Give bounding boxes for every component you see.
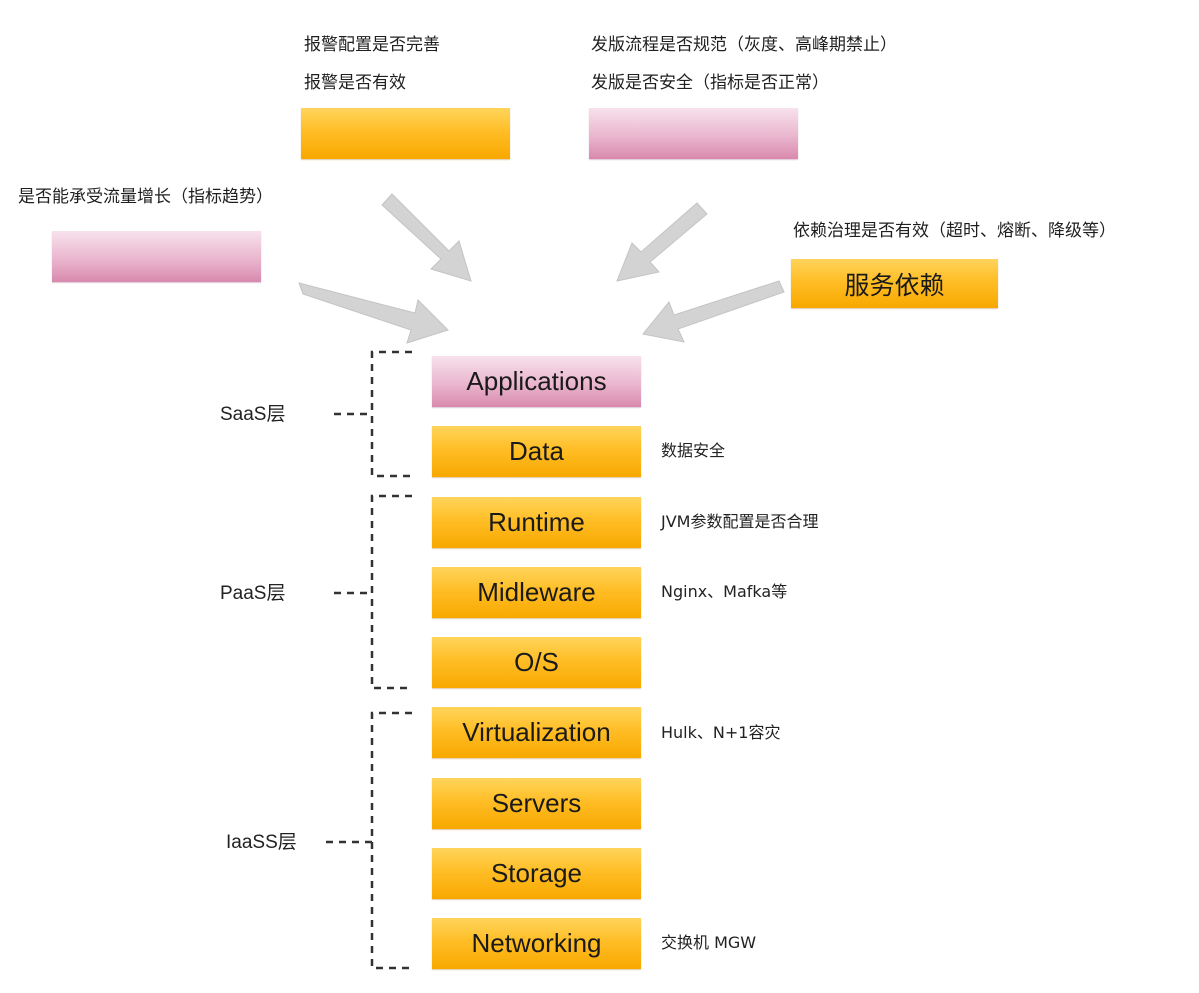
saas-bracket bbox=[370, 350, 412, 478]
traffic-growth-note: 是否能承受流量增长（指标趋势） bbox=[18, 187, 273, 207]
release-box bbox=[589, 108, 798, 159]
os-box: O/S bbox=[432, 637, 641, 688]
networking-box: Networking bbox=[432, 918, 641, 969]
storage-box: Storage bbox=[432, 848, 641, 899]
alarm-config-note: 报警配置是否完善 bbox=[304, 35, 440, 55]
release-process-note: 发版流程是否规范（灰度、高峰期禁止） bbox=[591, 35, 897, 55]
networking-note: 交换机 MGW bbox=[661, 933, 757, 952]
iaas-layer-label: IaaSS层 bbox=[226, 832, 297, 853]
runtime-box: Runtime bbox=[432, 497, 641, 548]
data-box: Data bbox=[432, 426, 641, 477]
traffic-box bbox=[52, 231, 261, 282]
middleware-note: Nginx、Mafka等 bbox=[661, 582, 788, 601]
paas-layer-label: PaaS层 bbox=[220, 583, 286, 604]
middleware-box: Midleware bbox=[432, 567, 641, 618]
servers-box: Servers bbox=[432, 778, 641, 829]
virtualization-note: Hulk、N+1容灾 bbox=[661, 723, 781, 742]
alarm-box bbox=[301, 108, 510, 159]
arrow-from-release bbox=[616, 202, 708, 282]
virtualization-box: Virtualization bbox=[432, 707, 641, 758]
service-dependency-box: 服务依赖 bbox=[791, 259, 998, 308]
paas-bracket bbox=[370, 494, 412, 690]
saas-layer-label: SaaS层 bbox=[220, 404, 286, 425]
jvm-config-note: JVM参数配置是否合理 bbox=[661, 512, 819, 531]
arrow-from-alarm bbox=[381, 193, 472, 282]
iaas-bracket bbox=[370, 711, 414, 970]
dependency-governance-note: 依赖治理是否有效（超时、熔断、降级等） bbox=[793, 221, 1116, 241]
arrow-from-dependency bbox=[642, 280, 785, 343]
arrow-from-traffic bbox=[298, 282, 449, 344]
applications-box: Applications bbox=[432, 356, 641, 407]
data-security-note: 数据安全 bbox=[661, 441, 726, 460]
alarm-effective-note: 报警是否有效 bbox=[304, 73, 406, 93]
release-safety-note: 发版是否安全（指标是否正常） bbox=[591, 73, 829, 93]
